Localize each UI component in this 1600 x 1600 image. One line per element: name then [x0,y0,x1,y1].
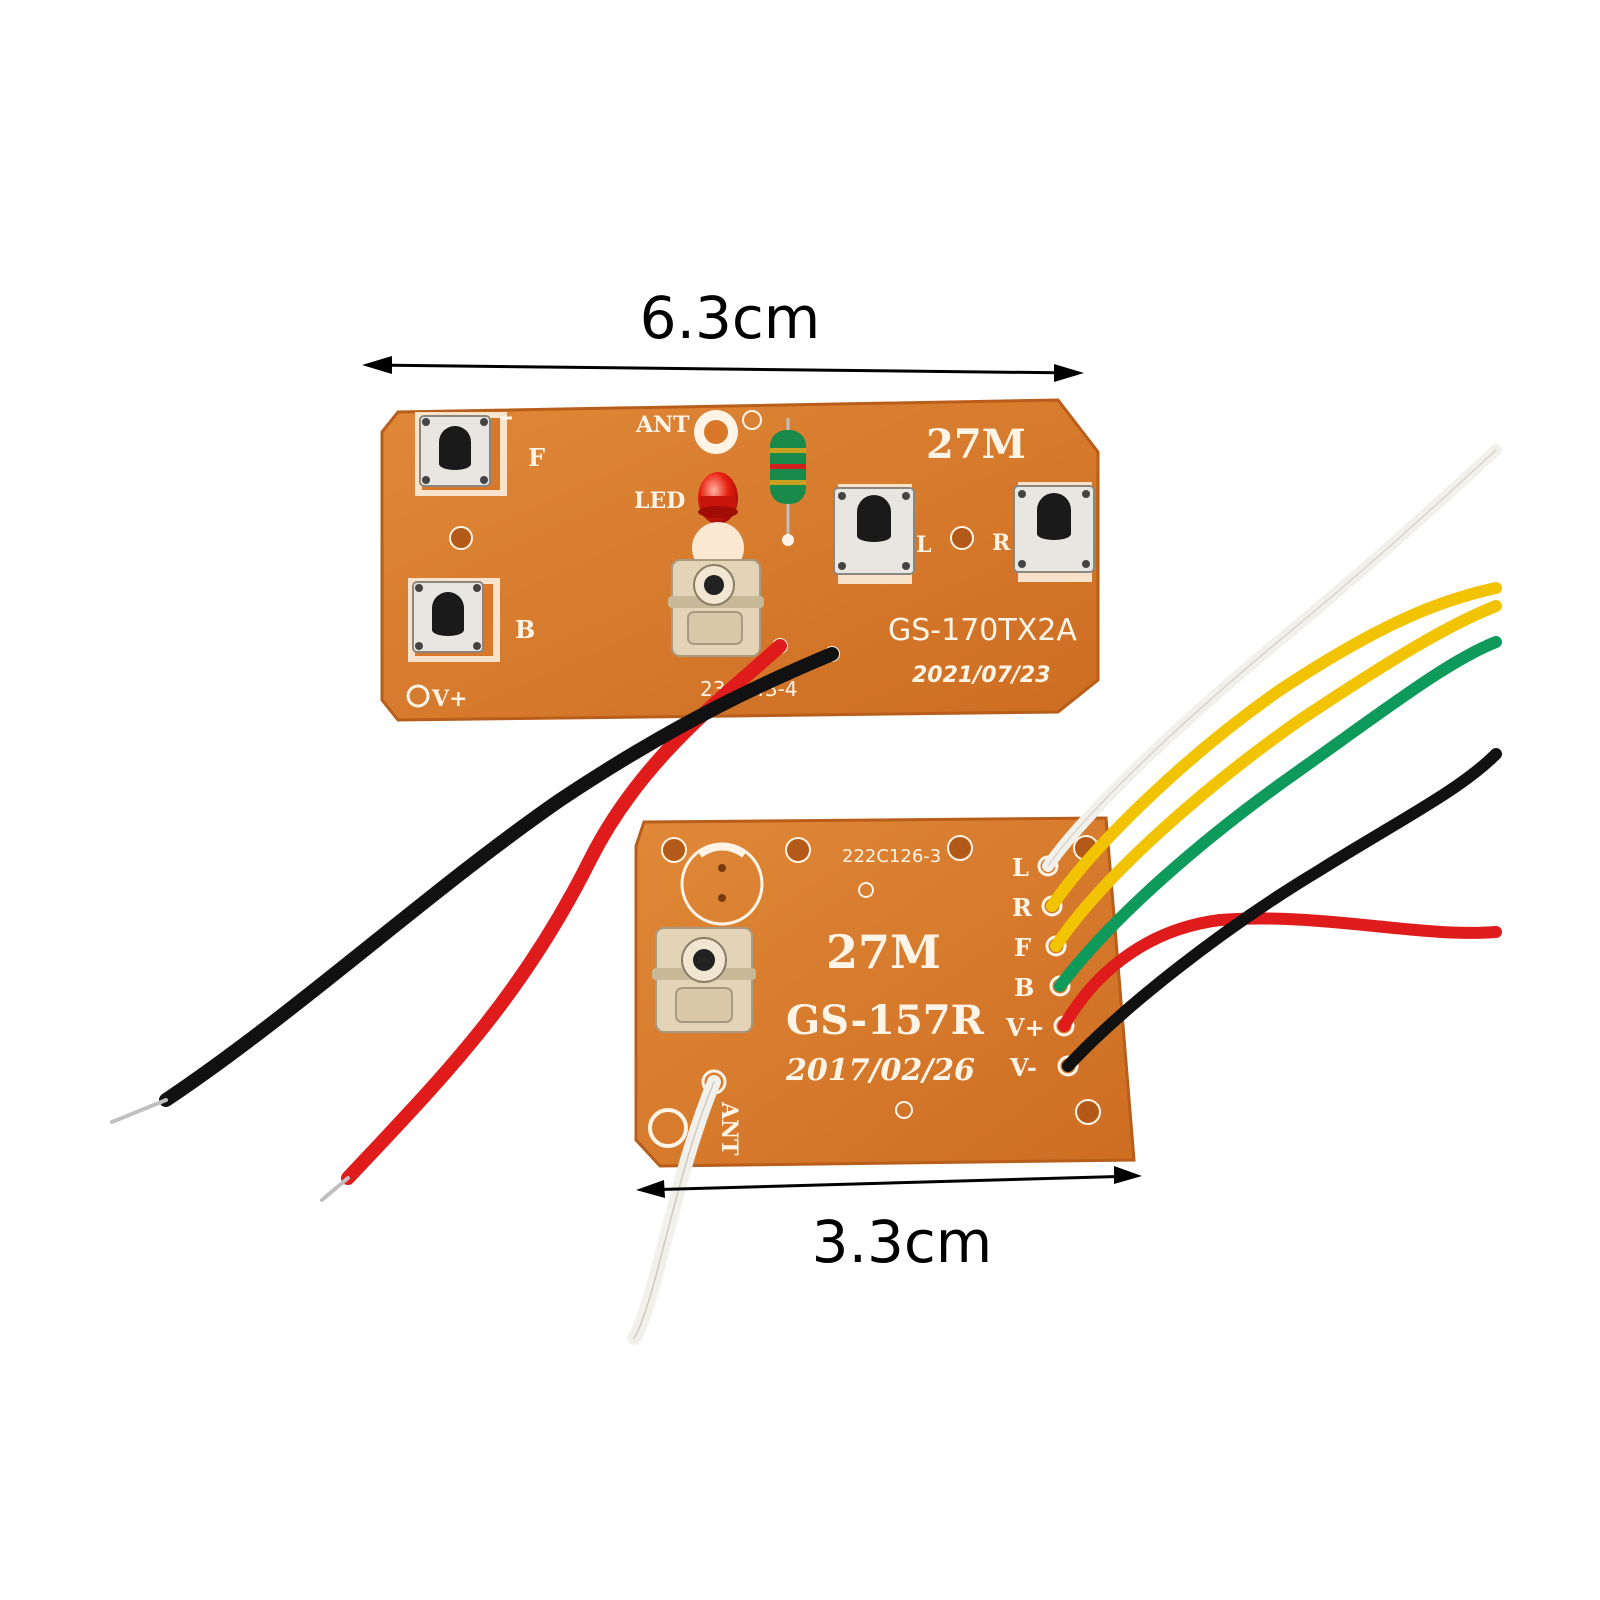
label-ant: ANT [635,412,690,438]
transmitter-date: 2021/07/23 [912,663,1051,688]
pin-label-b: B [1014,973,1034,1002]
mounting-hole [950,526,974,550]
width-arrow-right-icon [1054,364,1084,382]
black-wire-vminus [1062,748,1502,1072]
label-left: L [916,532,931,558]
receiver-pcb [634,816,1136,1168]
button-f [415,412,507,496]
crystal-outline-icon [680,842,764,926]
yellow-wire-f [1050,600,1502,952]
red-wire-vplus [1058,912,1502,1032]
mounting-hole [449,526,473,550]
black-wire [159,647,839,1107]
label-power: V+ [431,686,468,712]
transmitter-frequency: 27M [926,421,1026,468]
receiver-frequency: 27M [826,925,941,979]
label-right: R [992,530,1011,556]
transmitter-model: GS-170TX2A [888,613,1077,648]
height-arrow-left-icon [636,1180,665,1198]
pin-label-r: R [1012,893,1033,922]
receiver-board: 222C126-3 27M GS-157R 2017/02/26 ANT L R… [634,816,1136,1168]
receiver-pin-labels: L R F B V+ V- [1005,853,1045,1082]
label-f: F [528,443,545,472]
pin-label-vminus: V- [1009,1053,1037,1082]
receiver-model: GS-157R [786,997,985,1044]
receiver-code: 222C126-3 [842,846,941,867]
receiver-ant-label: ANT [716,1101,742,1156]
potentiometer-icon [668,522,764,657]
button-l [833,484,915,584]
label-b: B [515,615,535,644]
height-arrow-right-icon [1114,1166,1142,1184]
height-dimension: 3.3cm [636,1166,1142,1276]
button-b [408,578,500,662]
power-pad-icon [406,684,430,708]
inductor-icon [770,418,806,546]
width-label: 6.3cm [640,284,821,352]
transmitter-board: F B V+ ANT LED [380,398,1100,722]
yellow-wire-r [1046,582,1502,912]
height-arrow-line [641,1174,1137,1192]
led-icon [698,472,738,524]
receiver-date: 2017/02/26 [785,1053,975,1088]
transmitter-wires [110,639,839,1202]
pin-label-vplus: V+ [1005,1013,1045,1042]
height-label: 3.3cm [812,1208,993,1276]
button-r [1013,482,1095,582]
label-led: LED [634,488,685,514]
green-wire-b [1054,636,1502,992]
receiver-antenna-pad-icon [648,1108,688,1148]
width-dimension: 6.3cm [362,284,1084,382]
width-arrow-left-icon [362,356,392,374]
pin-label-l: L [1012,853,1029,882]
receiver-wires [627,444,1502,1345]
width-arrow-line [367,363,1079,375]
pin-label-f: F [1014,933,1031,962]
receiver-potentiometer-icon [652,927,756,1033]
